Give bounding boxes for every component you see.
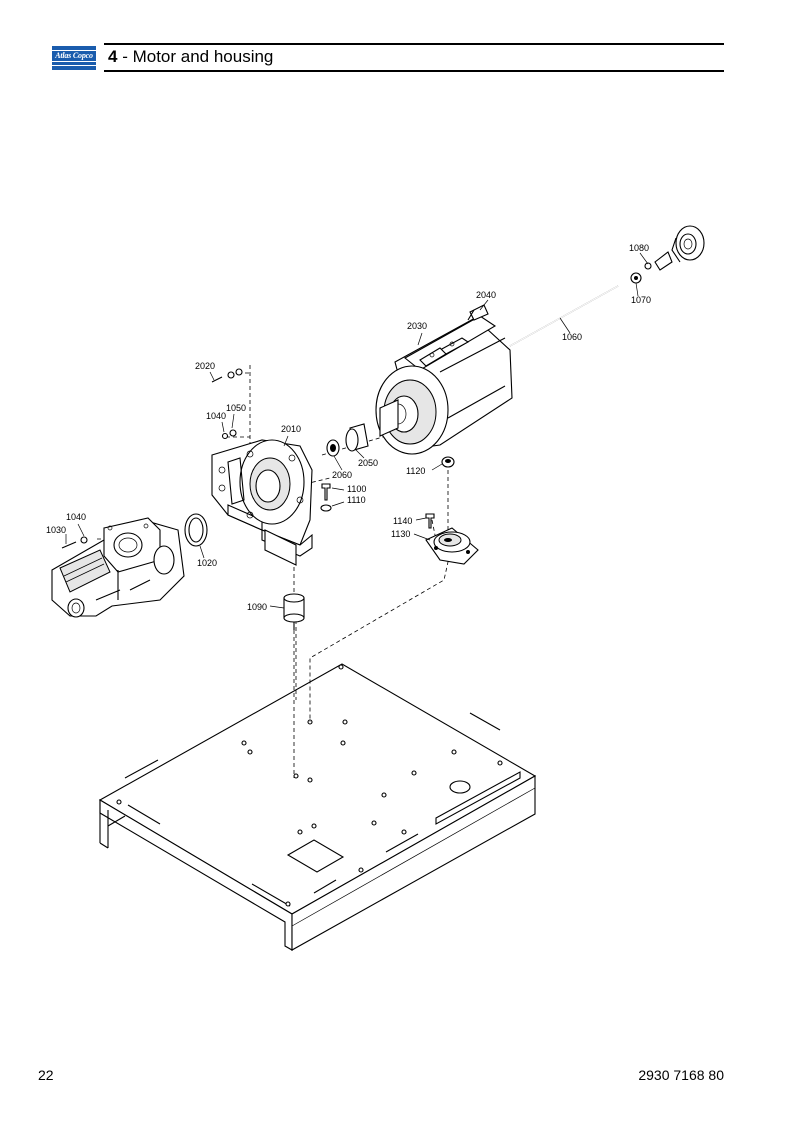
electric-motor bbox=[375, 304, 513, 455]
callout-1050: 1050 bbox=[226, 403, 246, 413]
callout-1120: 1120 bbox=[406, 466, 425, 476]
header-rule-bottom bbox=[104, 70, 724, 72]
callout-1140: 1140 bbox=[393, 516, 412, 526]
tie-rod bbox=[509, 285, 619, 347]
callout-2030: 2030 bbox=[407, 321, 427, 331]
callout-1040-upper: 1040 bbox=[206, 411, 226, 421]
callout-1070: 1070 bbox=[631, 295, 651, 305]
leader-lines bbox=[65, 252, 649, 609]
callout-1060: 1060 bbox=[562, 332, 582, 342]
page-number: 22 bbox=[38, 1067, 54, 1083]
callout-1040-lower: 1040 bbox=[66, 512, 86, 522]
callout-1110: 1110 bbox=[347, 495, 366, 505]
logo-wordmark: Atlas Copco bbox=[55, 51, 93, 60]
header-rule-top bbox=[104, 43, 724, 45]
callout-1090: 1090 bbox=[247, 602, 267, 612]
coupling-parts bbox=[326, 423, 369, 457]
callout-2040: 2040 bbox=[476, 290, 496, 300]
motor-end-cap bbox=[630, 225, 705, 284]
callout-2060: 2060 bbox=[332, 470, 352, 480]
base-frame bbox=[98, 663, 537, 951]
compressor-element bbox=[51, 517, 185, 618]
callout-1030: 1030 bbox=[46, 525, 66, 535]
callout-1020: 1020 bbox=[197, 558, 217, 568]
o-ring-1020 bbox=[184, 513, 208, 547]
section-number: 4 bbox=[108, 47, 118, 66]
callout-1080: 1080 bbox=[629, 243, 649, 253]
vibration-damper-1130 bbox=[425, 527, 479, 565]
callout-1130: 1130 bbox=[391, 529, 410, 539]
page-title: 4 - Motor and housing bbox=[108, 47, 273, 67]
atlas-copco-logo: Atlas Copco bbox=[52, 46, 96, 70]
fasteners bbox=[61, 368, 455, 549]
callout-labels: 1080 1070 2040 1060 2030 2020 1050 1040 … bbox=[46, 243, 651, 612]
section-title: - Motor and housing bbox=[117, 47, 274, 66]
motor-housing-flange bbox=[211, 439, 313, 566]
callout-1100: 1100 bbox=[347, 484, 366, 494]
callout-2050: 2050 bbox=[358, 458, 378, 468]
callout-2010: 2010 bbox=[281, 424, 301, 434]
document-number: 2930 7168 80 bbox=[638, 1067, 724, 1083]
vibration-damper-1090 bbox=[283, 593, 305, 630]
logo-mark bbox=[52, 46, 96, 70]
callout-2020: 2020 bbox=[195, 361, 215, 371]
